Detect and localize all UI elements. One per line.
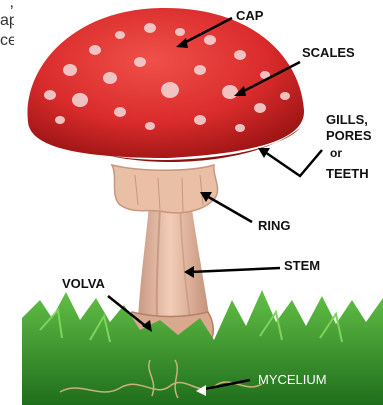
label-gills: GILLS, — [326, 112, 368, 127]
label-pores: PORES — [326, 128, 372, 143]
label-teeth: TEETH — [326, 166, 369, 181]
label-volva: VOLVA — [62, 276, 105, 291]
label-cap: CAP — [236, 8, 263, 23]
label-stem: STEM — [284, 258, 320, 273]
label-or: or — [330, 146, 342, 161]
label-scales: SCALES — [302, 45, 355, 60]
label-mycelium: MYCELIUM — [258, 372, 327, 387]
label-ring: RING — [258, 218, 291, 233]
stem — [138, 195, 210, 322]
